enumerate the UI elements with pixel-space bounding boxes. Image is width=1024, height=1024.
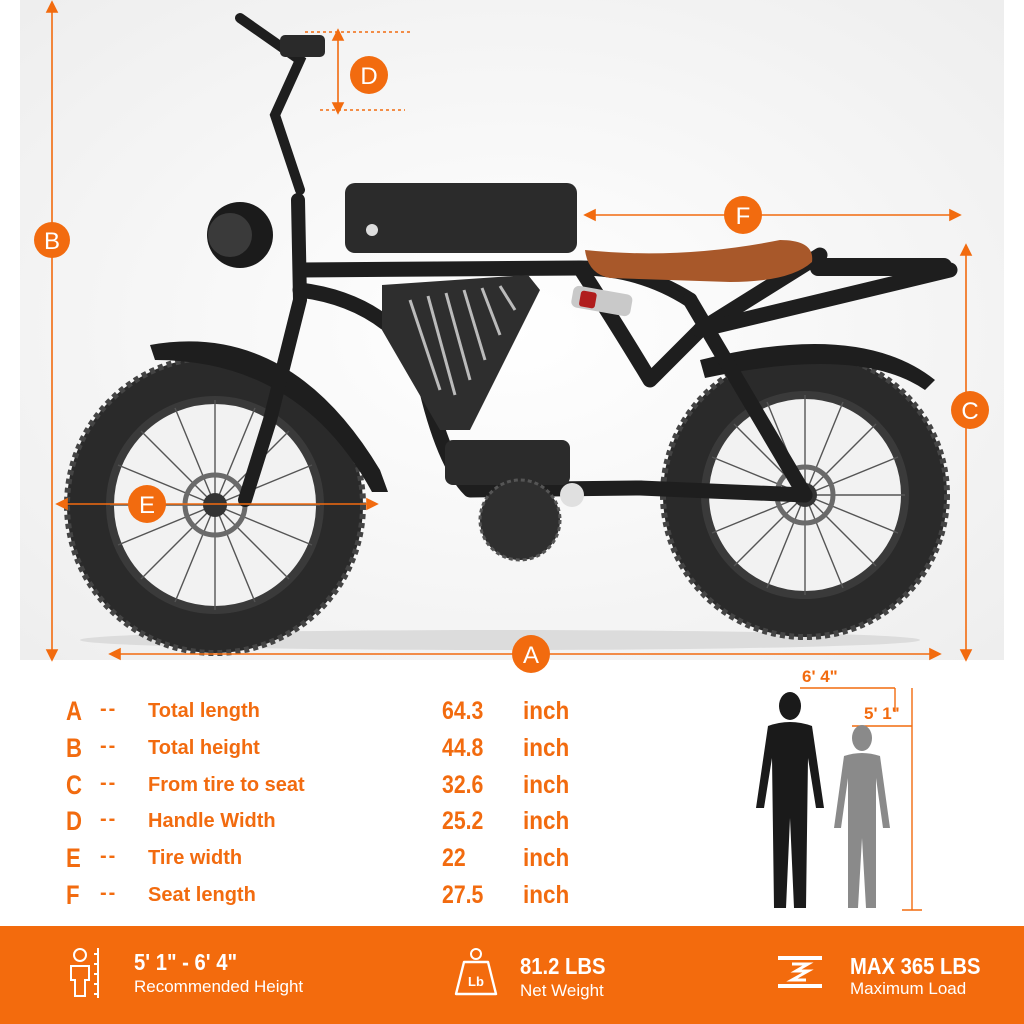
person-ruler-icon — [70, 948, 99, 998]
display — [280, 35, 325, 57]
spec-row: C -- From tire to seat 32.6 inch — [0, 770, 700, 806]
spec-row: A -- Total length 64.3 inch — [0, 696, 700, 732]
spec-value: 22 — [442, 844, 466, 872]
marker-e: E — [128, 485, 166, 523]
max-load-value: MAX 365 LBS — [850, 953, 981, 979]
lower-box — [445, 440, 570, 485]
short-person-icon — [834, 725, 890, 908]
net-weight-item: Lb 81.2 LBS Net Weight — [450, 926, 670, 1024]
spec-dash: -- — [100, 808, 118, 830]
spec-dash: -- — [100, 882, 118, 904]
handlebar — [235, 13, 307, 195]
spec-letter: A — [66, 696, 82, 726]
svg-text:D: D — [360, 63, 377, 90]
spec-letter: E — [66, 843, 81, 873]
spec-dash: -- — [100, 698, 118, 720]
svg-text:C: C — [961, 398, 978, 425]
spec-dash: -- — [100, 735, 118, 757]
rear-fender — [700, 344, 935, 390]
svg-text:E: E — [139, 492, 155, 519]
seat — [585, 240, 813, 282]
spec-value: 64.3 — [442, 697, 484, 725]
spec-value: 44.8 — [442, 734, 484, 762]
marker-f: F — [724, 196, 762, 234]
spec-label: Handle Width — [148, 810, 276, 832]
max-load-item: MAX 365 LBS Maximum Load — [770, 926, 1020, 1024]
svg-text:A: A — [523, 642, 539, 669]
spec-label: Total height — [148, 737, 260, 759]
spec-letter: D — [66, 806, 82, 836]
spec-value: 25.2 — [442, 807, 484, 835]
net-weight-caption: Net Weight — [520, 981, 604, 1000]
svg-text:B: B — [44, 228, 60, 255]
chainring — [480, 480, 560, 560]
spec-dash: -- — [100, 845, 118, 867]
recommended-height-item: 5' 1" - 6' 4" Recommended Height — [60, 926, 360, 1024]
spec-dash: -- — [100, 772, 118, 794]
weight-lb-icon: Lb — [454, 948, 498, 996]
net-weight-value: 81.2 LBS — [520, 953, 606, 979]
spec-value: 27.5 — [442, 881, 484, 909]
spec-unit: inch — [523, 807, 570, 835]
front-wheel — [64, 354, 366, 656]
spec-unit: inch — [523, 697, 570, 725]
spec-label: From tire to seat — [148, 774, 305, 796]
tall-height-label: 6' 4" — [802, 668, 838, 686]
short-height-label: 5' 1" — [864, 704, 900, 723]
spec-row: B -- Total height 44.8 inch — [0, 733, 700, 769]
bike-illustration: B A C D E F — [20, 0, 1004, 673]
spec-label: Tire width — [148, 847, 243, 869]
side-panel-slots — [408, 285, 517, 396]
battery — [345, 183, 577, 253]
height-caption: Recommended Height — [134, 977, 304, 996]
spec-unit: inch — [523, 844, 570, 872]
rear-rack — [810, 258, 952, 276]
spec-letter: F — [66, 880, 80, 910]
height-range: 5' 1" - 6' 4" — [134, 949, 238, 975]
spec-label: Total length — [148, 700, 260, 722]
marker-c: C — [951, 391, 989, 429]
dimension-lines — [45, 0, 973, 662]
feature-bar: 5' 1" - 6' 4" Recommended Height Lb 81.2… — [0, 926, 1024, 1024]
marker-b: B — [34, 222, 70, 258]
height-comparison: 6' 4" 5' 1" — [756, 668, 922, 911]
max-load-caption: Maximum Load — [850, 979, 967, 998]
front-fender — [150, 341, 388, 492]
marker-a: A — [512, 635, 550, 673]
spec-row: E -- Tire width 22 inch — [0, 843, 700, 879]
spec-value: 32.6 — [442, 771, 484, 799]
spec-unit: inch — [523, 771, 570, 799]
svg-text:Lb: Lb — [468, 974, 484, 989]
spec-letter: B — [66, 733, 82, 763]
spec-label: Seat length — [148, 884, 256, 906]
spec-unit: inch — [523, 734, 570, 762]
marker-d: D — [350, 56, 388, 94]
svg-text:F: F — [736, 203, 751, 230]
tall-person-icon — [756, 692, 824, 908]
front-fork — [238, 193, 308, 507]
spec-unit: inch — [523, 881, 570, 909]
spec-row: F -- Seat length 27.5 inch — [0, 880, 700, 916]
spec-letter: C — [66, 770, 82, 800]
spec-row: D -- Handle Width 25.2 inch — [0, 806, 700, 842]
load-press-icon — [778, 956, 822, 988]
